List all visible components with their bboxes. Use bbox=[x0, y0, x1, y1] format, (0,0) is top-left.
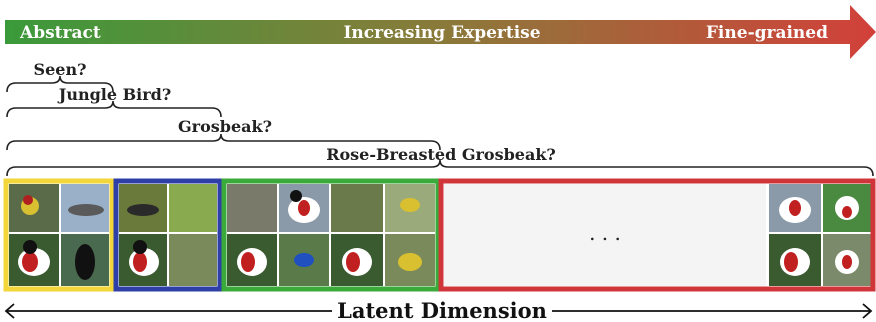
question-jungle-bird: Jungle Bird? bbox=[57, 85, 171, 104]
axis-label: Latent Dimension bbox=[337, 298, 547, 322]
latent-dimension-axis bbox=[4, 303, 873, 319]
ellipsis-area bbox=[444, 184, 766, 286]
bird-photo-warbler-brown bbox=[331, 184, 383, 232]
brace-grosbeak bbox=[6, 133, 441, 151]
bird-photo-sparrow bbox=[227, 184, 277, 232]
question-grosbeak: Grosbeak? bbox=[178, 117, 272, 136]
question-rose-breasted-grosbeak: Rose-Breasted Grosbeak? bbox=[326, 145, 556, 164]
group-seen bbox=[9, 184, 109, 286]
group-grosbeak bbox=[227, 184, 435, 286]
axis-arrowhead-right bbox=[862, 303, 873, 319]
axis-arrowhead-left bbox=[4, 303, 15, 319]
group-border-green bbox=[221, 178, 441, 292]
group-jungle-bird bbox=[119, 184, 217, 286]
arrow-right-label: Fine-grained bbox=[706, 23, 828, 43]
bird-photo-green-foliage bbox=[169, 184, 217, 232]
brace-seen bbox=[6, 75, 114, 93]
group-rose-breasted-grosbeak: . . . bbox=[444, 184, 871, 286]
brace-rose-breasted bbox=[6, 159, 874, 177]
question-braces bbox=[6, 75, 874, 177]
group-border-blue bbox=[113, 178, 223, 292]
question-seen: Seen? bbox=[34, 60, 87, 79]
group-border-yellow bbox=[3, 178, 115, 292]
ellipsis: . . . bbox=[589, 221, 621, 245]
expertise-arrow: Abstract Increasing Expertise Fine-grain… bbox=[5, 5, 876, 59]
arrow-left-label: Abstract bbox=[19, 23, 101, 43]
group-border-red bbox=[438, 178, 876, 292]
expertise-arrow-shape bbox=[5, 5, 876, 59]
arrow-center-label: Increasing Expertise bbox=[343, 23, 540, 43]
brace-jungle-bird bbox=[6, 100, 222, 118]
question-labels: Seen? Jungle Bird? Grosbeak? Rose-Breast… bbox=[34, 60, 556, 164]
bird-photo-tree-bird bbox=[169, 234, 217, 286]
